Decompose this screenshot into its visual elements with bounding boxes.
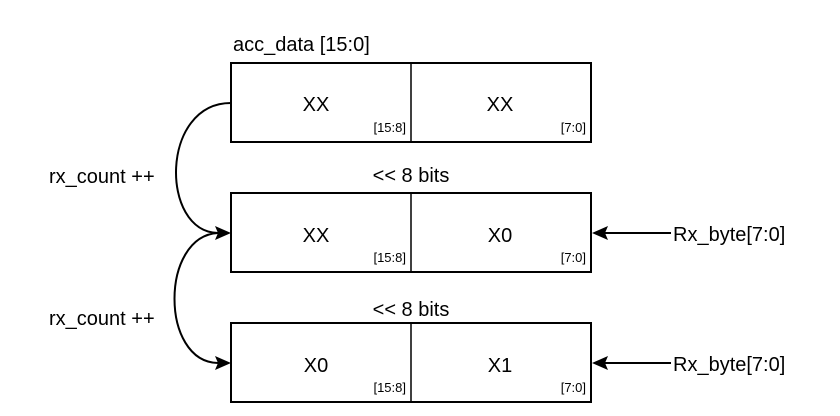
input-label-1: Rx_byte[7:0] — [673, 224, 785, 246]
register-1-low-bits: [7:0] — [561, 120, 586, 135]
register-1-low-value: XX — [487, 94, 514, 116]
register-initial: XX [15:8] XX [7:0] — [230, 62, 592, 143]
register-2-low-bits: [7:0] — [561, 250, 586, 265]
shift-label-1: << 8 bits — [373, 165, 450, 187]
register-after-first-byte: XX [15:8] X0 [7:0] — [230, 192, 592, 273]
register-3-high-bits: [15:8] — [373, 380, 406, 395]
register-1-high-bits: [15:8] — [373, 120, 406, 135]
input-arrow-2-head — [592, 356, 608, 370]
register-3-low-bits: [7:0] — [561, 380, 586, 395]
register-3-high-value: X0 — [304, 355, 328, 377]
input-label-2: Rx_byte[7:0] — [673, 354, 785, 376]
counter-label-1: rx_count ++ — [49, 166, 155, 188]
shift-label-2: << 8 bits — [373, 299, 450, 321]
input-arrow-1-head — [592, 226, 608, 240]
register-2-high-value: XX — [303, 225, 330, 247]
register-1-high-value: XX — [303, 94, 330, 116]
diagram-title: acc_data [15:0] — [233, 34, 370, 56]
register-2-high-bits: [15:8] — [373, 250, 406, 265]
shift-arrow-2 — [173, 232, 219, 364]
shift-arrow-2-head — [215, 356, 231, 370]
register-2-low-value: X0 — [488, 225, 512, 247]
counter-label-2: rx_count ++ — [49, 308, 155, 330]
shift-arrow-1-head — [215, 226, 231, 240]
shift-arrow-1 — [175, 102, 232, 234]
register-after-second-byte: X0 [15:8] X1 [7:0] — [230, 322, 592, 403]
register-3-low-value: X1 — [488, 355, 512, 377]
